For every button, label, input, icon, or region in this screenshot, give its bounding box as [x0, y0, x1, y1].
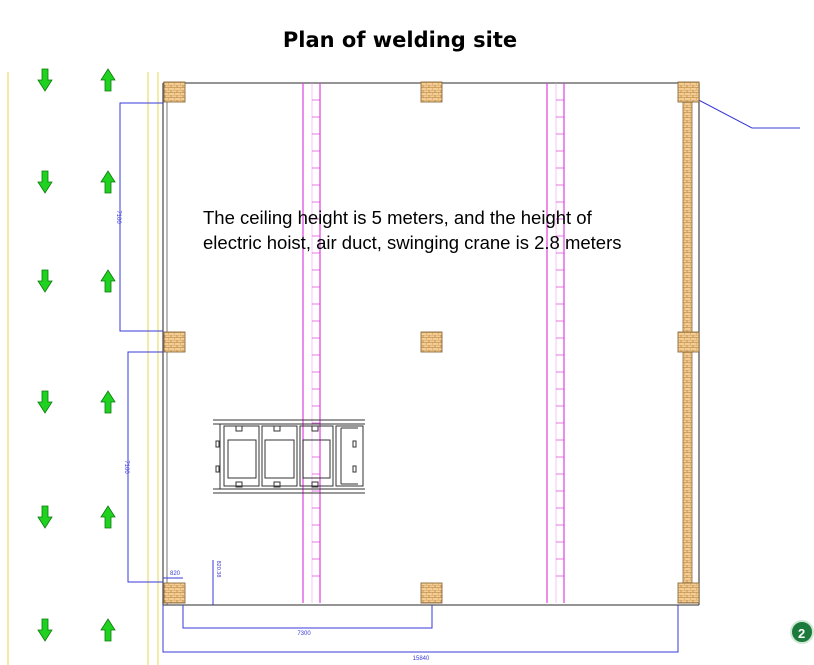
- column: [420, 331, 443, 353]
- column: [163, 331, 186, 353]
- floating-action-button[interactable]: 2: [790, 620, 814, 644]
- walkway-arrows: [37, 68, 116, 642]
- arrow-up-icon: [100, 170, 116, 194]
- crane-rail-ticks: [312, 99, 564, 577]
- arrow-down-icon: [37, 618, 53, 642]
- arrow-up-icon: [100, 269, 116, 293]
- column: [420, 81, 443, 103]
- column: [163, 582, 186, 604]
- crane-rail-right: [546, 83, 565, 603]
- welding-workstation: [213, 419, 365, 494]
- dim-column-offset: 820: [170, 571, 181, 577]
- column: [677, 81, 700, 103]
- arrow-down-icon: [37, 269, 53, 293]
- yellow-guide-lines: [7, 72, 159, 665]
- arrow-down-icon: [37, 68, 53, 92]
- column: [677, 582, 700, 604]
- dim-upper-bay: 7100: [115, 210, 121, 224]
- arrow-up-icon: [100, 68, 116, 92]
- arrow-up-icon: [100, 505, 116, 529]
- column: [677, 331, 700, 353]
- column: [163, 81, 186, 103]
- column: [420, 582, 443, 604]
- arrow-down-icon: [37, 505, 53, 529]
- dim-lower-bay: 7100: [123, 460, 129, 474]
- dim-bay-width: 7300: [297, 631, 311, 637]
- structural-columns: [163, 81, 700, 604]
- dim-overall-width: 15840: [413, 656, 430, 662]
- page-title: Plan of welding site: [282, 28, 518, 52]
- arrow-down-icon: [37, 390, 53, 414]
- dimension-lines: [119, 95, 800, 653]
- crane-rail-left: [302, 83, 321, 603]
- ceiling-height-note: The ceiling height is 5 meters, and the …: [203, 207, 622, 253]
- arrow-up-icon: [100, 390, 116, 414]
- arrow-up-icon: [100, 618, 116, 642]
- arrow-down-icon: [37, 170, 53, 194]
- dim-small-offset: 820.38: [215, 561, 221, 578]
